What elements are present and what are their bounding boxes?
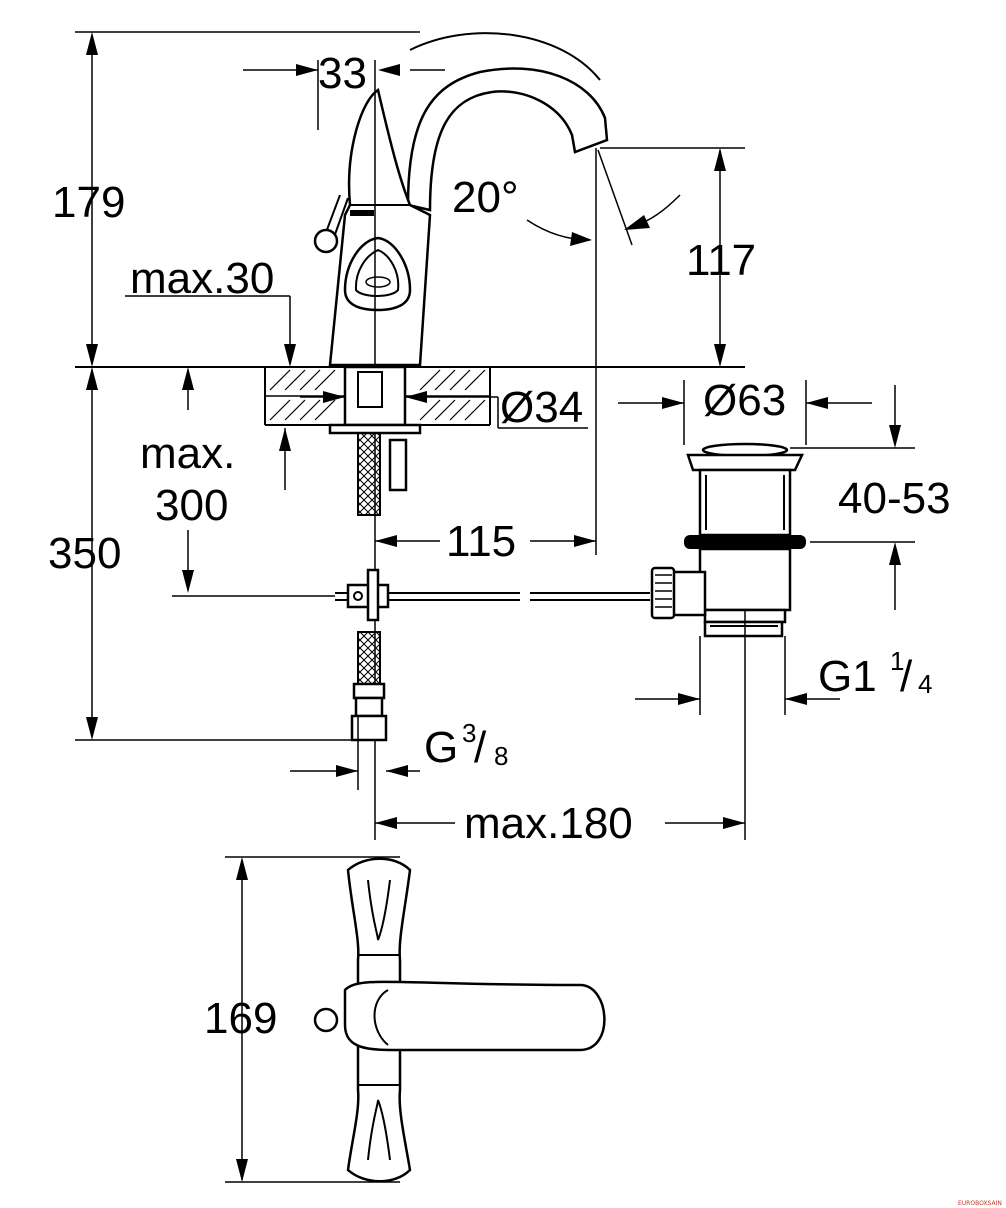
supply-hoses (350, 432, 388, 742)
dim-179: 179 (52, 178, 125, 227)
dim-g114-denominator: 4 (918, 669, 932, 699)
dim-max-300: 300 (155, 481, 228, 530)
dim-g-1-1-4: G1 1 / 4 (818, 646, 932, 701)
lift-rod-knob (313, 228, 339, 254)
mounting-shank (343, 365, 407, 427)
spout (406, 67, 609, 212)
dimension-lines (75, 31, 915, 1183)
waste-drain (650, 442, 806, 840)
valve-knob (343, 236, 412, 312)
dim-max-30: max.30 (130, 254, 274, 303)
dim-g114-base: G1 (818, 652, 877, 701)
dim-max-label: max. (140, 429, 235, 478)
watermark: EUROBOXSAIN (958, 1200, 1002, 1207)
dim-g38-denominator: 8 (494, 741, 508, 771)
dim-33: 33 (318, 49, 367, 98)
dim-169: 169 (204, 994, 277, 1043)
drain-flange (684, 535, 806, 549)
dim-115: 115 (446, 517, 516, 566)
dim-g38-base: G (424, 723, 458, 772)
dim-g38-numerator: 3 (462, 718, 476, 748)
dim-40-53: 40-53 (838, 474, 951, 523)
lift-rod-knob-plan (313, 1007, 339, 1033)
dim-117: 117 (686, 236, 756, 285)
svg-text:/: / (900, 652, 913, 701)
hose-nut (350, 714, 388, 742)
faucet-side-view (313, 32, 609, 840)
faucet-body (328, 88, 432, 367)
lever-handle (343, 980, 606, 1052)
dim-dia-34: Ø34 (500, 383, 583, 432)
drain-rod-nut (650, 566, 676, 620)
countertop-section (75, 365, 745, 492)
dim-20-degrees: 20° (452, 173, 519, 222)
popup-rod (335, 568, 650, 622)
dim-350: 350 (48, 529, 121, 578)
mounting-washer (328, 423, 422, 435)
dim-g114-numerator: 1 (890, 646, 904, 676)
handle-plan-view (313, 857, 606, 1183)
dim-g-3-8: G 3 / 8 (424, 718, 508, 772)
dim-max-180: max.180 (464, 799, 633, 848)
svg-text:/: / (474, 723, 487, 772)
dim-dia-63: Ø63 (703, 376, 786, 425)
